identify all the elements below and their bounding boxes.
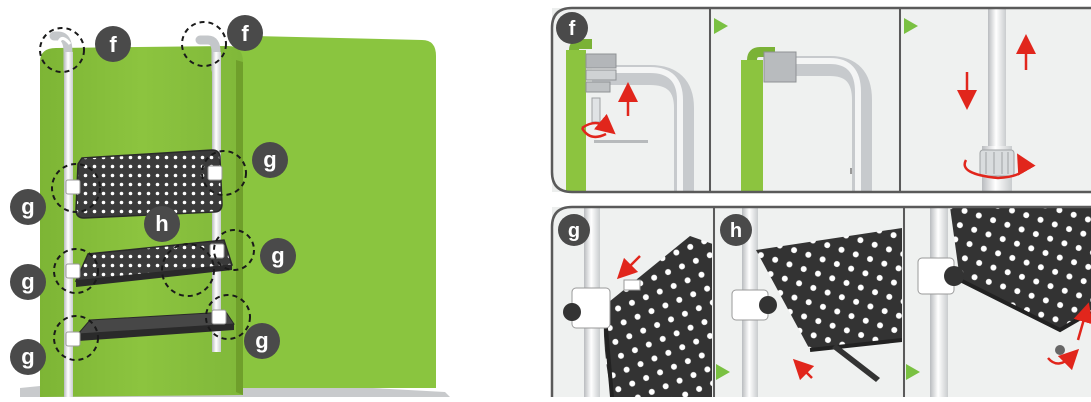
svg-text:g: g	[271, 243, 284, 268]
detail-top-row: f	[552, 8, 1091, 192]
callout-f-1: f	[95, 26, 131, 62]
svg-text:f: f	[241, 21, 249, 46]
svg-text:h: h	[730, 220, 742, 242]
svg-text:h: h	[155, 211, 168, 236]
callout-g-3: g	[260, 238, 296, 274]
callout-g-2: g	[10, 189, 46, 225]
svg-text:g: g	[21, 269, 34, 294]
svg-text:g: g	[21, 194, 34, 219]
detail-callout-f: f	[556, 12, 588, 44]
detail-f-step3	[902, 8, 1091, 192]
svg-text:g: g	[255, 328, 268, 353]
overview-scene: f f g g g g g g	[10, 15, 450, 397]
detail-callout-h: h	[720, 214, 752, 246]
svg-text:g: g	[21, 344, 34, 369]
shelf-top	[76, 150, 222, 218]
svg-text:g: g	[263, 147, 276, 172]
callout-g-5: g	[244, 323, 280, 359]
svg-text:g: g	[568, 220, 580, 242]
detail-callout-g: g	[558, 214, 590, 246]
callout-g-1: g	[252, 142, 288, 178]
svg-text:f: f	[569, 18, 576, 40]
callout-f-2: f	[227, 15, 263, 51]
detail-bottom-row: g h	[552, 207, 1091, 397]
detail-f-step2	[712, 8, 898, 192]
callout-g-4: g	[10, 264, 46, 300]
svg-text:f: f	[109, 32, 117, 57]
callout-g-6: g	[10, 339, 46, 375]
detail-h-step2	[906, 207, 1091, 397]
callout-h: h	[144, 206, 180, 242]
